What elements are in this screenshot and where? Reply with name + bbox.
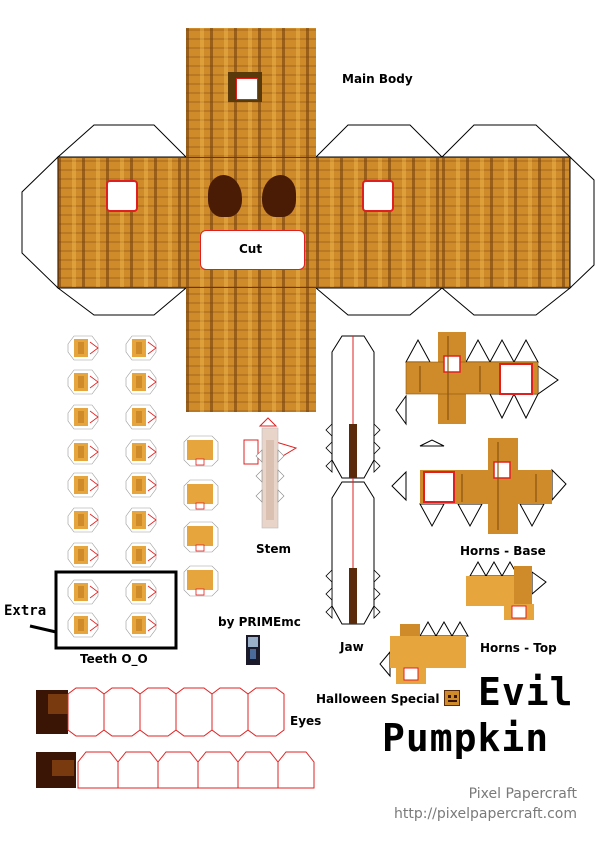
mouth-cut bbox=[200, 230, 305, 270]
teeth-label: Teeth O_O bbox=[80, 652, 148, 666]
main-body-bottom-face bbox=[186, 288, 316, 412]
eye-strip-bottom bbox=[36, 751, 315, 789]
cut-label: Cut bbox=[239, 242, 263, 256]
main-body-back-face bbox=[442, 157, 570, 288]
eyes-label: Eyes bbox=[290, 714, 322, 728]
jaw-label: Jaw bbox=[340, 640, 364, 654]
footer-url[interactable]: http://pixelpapercraft.com bbox=[394, 806, 577, 822]
face-eye-right bbox=[262, 175, 296, 217]
horn-hole-right bbox=[362, 180, 394, 212]
stem-label: Stem bbox=[256, 542, 292, 556]
eye-strip-top bbox=[36, 687, 285, 737]
extra-pointer bbox=[29, 624, 57, 634]
stem-hole-cut bbox=[236, 78, 258, 100]
title-line1: Evil bbox=[478, 670, 574, 714]
main-body-right-face bbox=[316, 157, 442, 288]
halloween-label: Halloween Special bbox=[316, 692, 440, 706]
main-body-left-face bbox=[58, 157, 186, 288]
main-body-label: Main Body bbox=[342, 72, 413, 86]
face-eye-left bbox=[208, 175, 242, 217]
author-avatar bbox=[246, 635, 260, 665]
footer-brand: Pixel Papercraft bbox=[468, 786, 577, 802]
extra-label: Extra bbox=[4, 603, 47, 619]
extra-teeth-box bbox=[54, 570, 178, 650]
pumpkin-icon bbox=[444, 690, 460, 706]
horns-base-label: Horns - Base bbox=[460, 544, 546, 558]
author-label: by PRIMEmc bbox=[218, 615, 301, 629]
horn-hole-left bbox=[106, 180, 138, 212]
title-line2: Pumpkin bbox=[382, 716, 550, 760]
horns-top-label: Horns - Top bbox=[480, 641, 557, 655]
